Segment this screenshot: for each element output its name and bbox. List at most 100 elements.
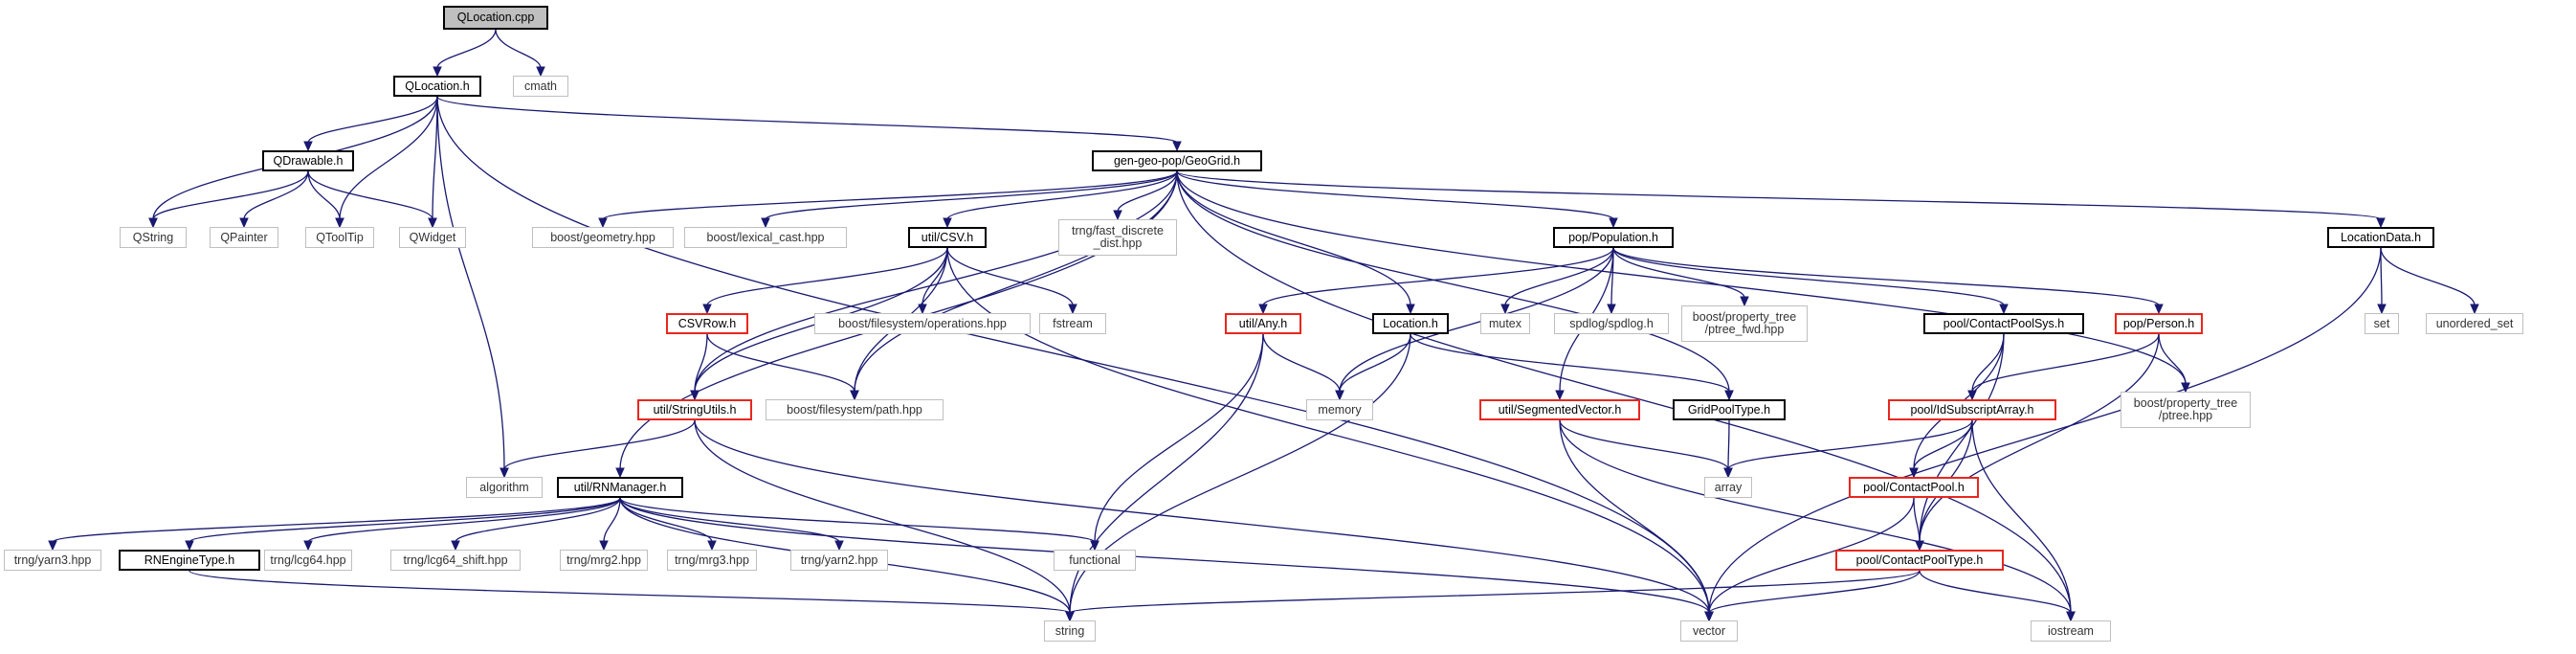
node-boost-geometry: boost/geometry.hpp bbox=[532, 227, 674, 248]
node-vector: vector bbox=[1680, 620, 1738, 642]
edge-arrowhead bbox=[834, 540, 844, 552]
edge-arrowhead bbox=[615, 467, 625, 479]
edge-arrowhead bbox=[1065, 611, 1075, 622]
node-pop-person[interactable]: pop/Person.h bbox=[2115, 313, 2203, 334]
edge-util_csv-to-boost_fs_ops bbox=[922, 247, 948, 306]
node-idsubscript[interactable]: pool/IdSubscriptArray.h bbox=[1888, 399, 2056, 420]
edge-arrowhead bbox=[2377, 304, 2387, 315]
edge-arrowhead bbox=[850, 390, 859, 401]
node-util-any[interactable]: util/Any.h bbox=[1225, 313, 1301, 334]
edge-qdrawable_h-to-qwidget bbox=[307, 170, 433, 220]
edge-util_segvec-to-iostream bbox=[1559, 419, 2072, 614]
edge-rnmanager-to-trng_mrg2 bbox=[603, 497, 621, 543]
node-contactpooltype[interactable]: pool/ContactPoolType.h bbox=[1835, 550, 2004, 571]
edge-rnmanager-to-vector bbox=[619, 497, 1710, 614]
edge-contactpooltype-to-string bbox=[1069, 570, 1921, 614]
edge-arrowhead bbox=[148, 217, 158, 229]
edge-util_stringutils-to-algorithm bbox=[503, 419, 696, 470]
edge-arrowhead bbox=[599, 540, 609, 552]
edge-arrowhead bbox=[428, 217, 437, 229]
edge-util_segvec-to-array bbox=[1559, 419, 1729, 470]
edge-rnmanager-to-functional bbox=[619, 497, 1096, 543]
edge-util_stringutils-to-string bbox=[694, 419, 1071, 614]
edge-locationdata-to-unordered_set bbox=[2380, 247, 2476, 306]
edge-arrowhead bbox=[690, 390, 700, 401]
edge-arrowhead bbox=[2376, 217, 2386, 229]
edge-arrowhead bbox=[1406, 304, 1415, 315]
node-boost-fs-path: boost/filesystem/path.hpp bbox=[766, 399, 944, 420]
node-pop-population[interactable]: pop/Population.h bbox=[1553, 227, 1674, 248]
edge-pop_population-to-pop_person bbox=[1612, 247, 2160, 306]
edge-arrowhead bbox=[48, 540, 57, 552]
node-util-csv[interactable]: util/CSV.h bbox=[908, 227, 987, 248]
edge-geogrid_h-to-boost_geometry bbox=[602, 170, 1178, 220]
edge-pop_person-to-ptree_hpp bbox=[2158, 333, 2187, 385]
node-util-stringutils[interactable]: util/StringUtils.h bbox=[637, 399, 752, 420]
edge-arrowhead bbox=[1607, 304, 1616, 315]
edge-idsubscript-to-array bbox=[1727, 419, 1973, 470]
node-ptree-fwd: boost/property_tree /ptree_fwd.hpp bbox=[1681, 305, 1808, 342]
node-string: string bbox=[1044, 620, 1096, 642]
edge-arrowhead bbox=[500, 467, 509, 479]
edge-arrowhead bbox=[1113, 210, 1122, 221]
node-qlocation-cpp[interactable]: QLocation.cpp bbox=[443, 5, 548, 30]
edge-rnenginetype-to-string bbox=[189, 570, 1071, 614]
node-qlocation-h[interactable]: QLocation.h bbox=[393, 76, 481, 97]
node-trng-yarn3: trng/yarn3.hpp bbox=[4, 550, 101, 571]
edge-arrowhead bbox=[1915, 540, 1924, 552]
edge-geogrid_h-to-ptree_hpp bbox=[1176, 170, 2187, 385]
node-trng-lcg64-shift: trng/lcg64_shift.hpp bbox=[390, 550, 521, 571]
node-qstring: QString bbox=[120, 227, 187, 248]
node-csvrow[interactable]: CSVRow.h bbox=[666, 313, 748, 334]
edge-geogrid_h-to-iostream bbox=[1176, 170, 2072, 614]
edge-arrowhead bbox=[1704, 611, 1714, 622]
edge-contactpooltype-to-iostream bbox=[1919, 570, 2072, 614]
edge-geogrid_h-to-locationdata bbox=[1176, 170, 2382, 220]
edge-qdrawable_h-to-qtooltip bbox=[307, 170, 341, 220]
node-fstream: fstream bbox=[1039, 313, 1106, 334]
edge-arrowhead bbox=[761, 217, 770, 229]
edge-arrowhead bbox=[2066, 611, 2076, 622]
edge-geogrid_h-to-boost_fs_path bbox=[854, 170, 1178, 393]
edge-location_h-to-string bbox=[1069, 333, 1411, 614]
edge-arrowhead bbox=[707, 540, 717, 552]
node-set: set bbox=[2365, 313, 2399, 334]
edge-pop_person-to-contactpooltype bbox=[1919, 333, 2160, 543]
edge-contactpoolsys-to-idsubscript bbox=[1971, 333, 2005, 393]
edge-util_segvec-to-vector bbox=[1559, 419, 1710, 614]
edge-arrowhead bbox=[1909, 467, 1919, 479]
node-cmath: cmath bbox=[513, 76, 568, 97]
edge-qlocation_cpp-to-qlocation_h bbox=[436, 29, 497, 69]
edge-rnmanager-to-trng_lcg64 bbox=[307, 497, 621, 543]
edge-arrowhead bbox=[1740, 296, 1749, 307]
node-util-segvec[interactable]: util/SegmentedVector.h bbox=[1479, 399, 1640, 420]
edge-util_stringutils-to-vector bbox=[694, 419, 1710, 614]
edge-gridpooltype-to-array bbox=[1727, 419, 1730, 470]
node-contactpoolsys[interactable]: pool/ContactPoolSys.h bbox=[1923, 313, 2084, 334]
node-iostream: iostream bbox=[2031, 620, 2111, 642]
node-contactpool[interactable]: pool/ContactPool.h bbox=[1849, 477, 1979, 498]
node-boost-fs-ops: boost/filesystem/operations.hpp bbox=[814, 313, 1031, 334]
edge-csvrow-to-boost_fs_path bbox=[706, 333, 855, 393]
node-geogrid-h[interactable]: gen-geo-pop/GeoGrid.h bbox=[1092, 150, 1262, 171]
edge-util_any-to-memory bbox=[1262, 333, 1341, 393]
edge-arrowhead bbox=[451, 540, 460, 552]
edge-pop_person-to-idsubscript bbox=[1971, 333, 2160, 393]
node-rnmanager[interactable]: util/RNManager.h bbox=[557, 477, 683, 498]
node-gridpooltype[interactable]: GridPoolType.h bbox=[1673, 399, 1786, 420]
edge-qlocation_h-to-algorithm bbox=[436, 96, 505, 470]
node-qwidget: QWidget bbox=[399, 227, 466, 248]
node-functional: functional bbox=[1054, 550, 1136, 571]
edge-util_csv-to-fstream bbox=[946, 247, 1074, 306]
edge-geogrid_h-to-util_csv bbox=[946, 170, 1178, 220]
node-locationdata[interactable]: LocationData.h bbox=[2327, 227, 2434, 248]
edge-rnmanager-to-trng_lcg64_shift bbox=[455, 497, 621, 543]
edge-arrowhead bbox=[1609, 217, 1618, 229]
edge-arrowhead bbox=[1723, 467, 1733, 479]
node-location-h[interactable]: Location.h bbox=[1372, 313, 1449, 334]
node-qdrawable-h[interactable]: QDrawable.h bbox=[262, 150, 354, 171]
edge-arrowhead bbox=[598, 217, 608, 229]
node-rnenginetype[interactable]: RNEngineType.h bbox=[119, 550, 260, 571]
edge-util_any-to-string bbox=[1069, 333, 1264, 614]
node-trng-fast: trng/fast_discrete _dist.hpp bbox=[1058, 219, 1177, 256]
